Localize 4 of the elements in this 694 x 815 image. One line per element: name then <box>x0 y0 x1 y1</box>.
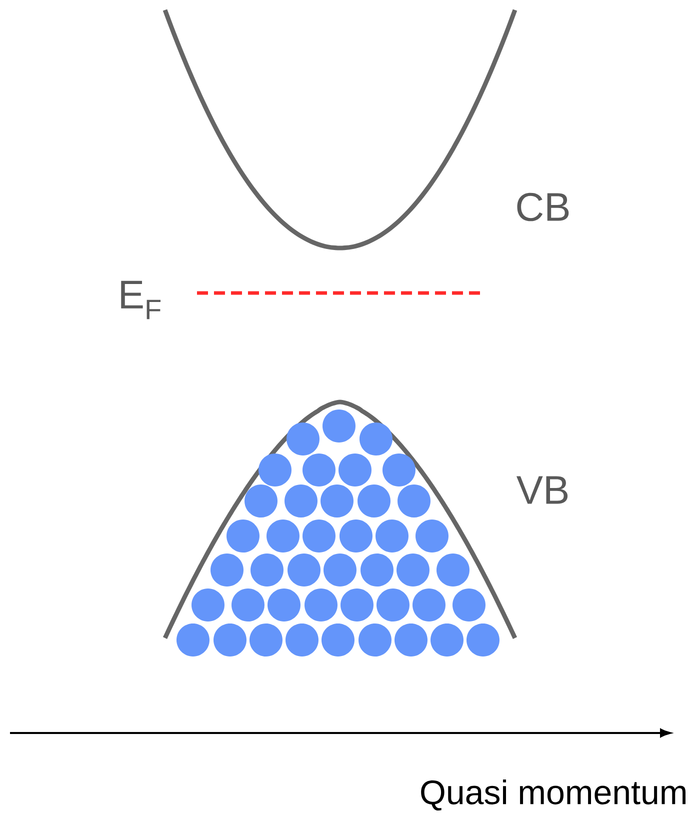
band-label: VB <box>516 476 568 504</box>
axis-label: Quasi momentum <box>421 779 686 811</box>
band-label: E$_{F}$ <box>121 280 161 320</box>
band-label: CB <box>517 192 569 222</box>
